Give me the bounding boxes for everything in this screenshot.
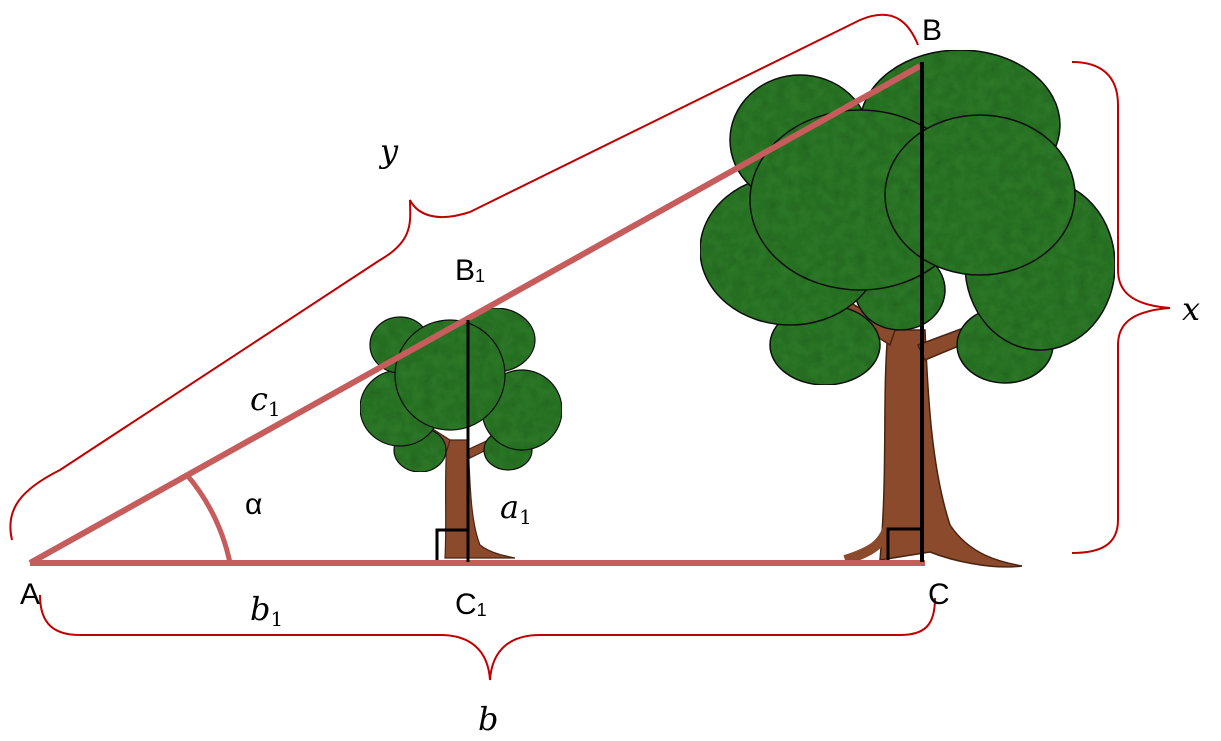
brace-y	[9, 13, 919, 541]
angle-alpha-label: α	[245, 488, 262, 521]
point-B-label: B	[922, 14, 942, 47]
right-angle-mark-icon	[435, 527, 922, 560]
point-C1-label: C1	[455, 588, 487, 621]
hypotenuse-AB	[28, 63, 922, 566]
segment-a1-label: a1	[500, 488, 532, 529]
angle-alpha-arc	[185, 473, 233, 564]
large-tree-icon	[699, 49, 1116, 568]
point-A-label: A	[20, 578, 40, 611]
segment-b1-label: b1	[250, 590, 283, 631]
point-B1-label: B1	[455, 254, 485, 287]
brace-b	[39, 594, 936, 681]
segment-c1-label: c1	[250, 380, 281, 421]
brace-y-label: y	[378, 132, 399, 170]
brace-x	[1071, 61, 1171, 554]
point-C-label: C	[928, 578, 950, 611]
brace-b-label: b	[478, 700, 498, 738]
brace-x-label: x	[1182, 290, 1200, 328]
